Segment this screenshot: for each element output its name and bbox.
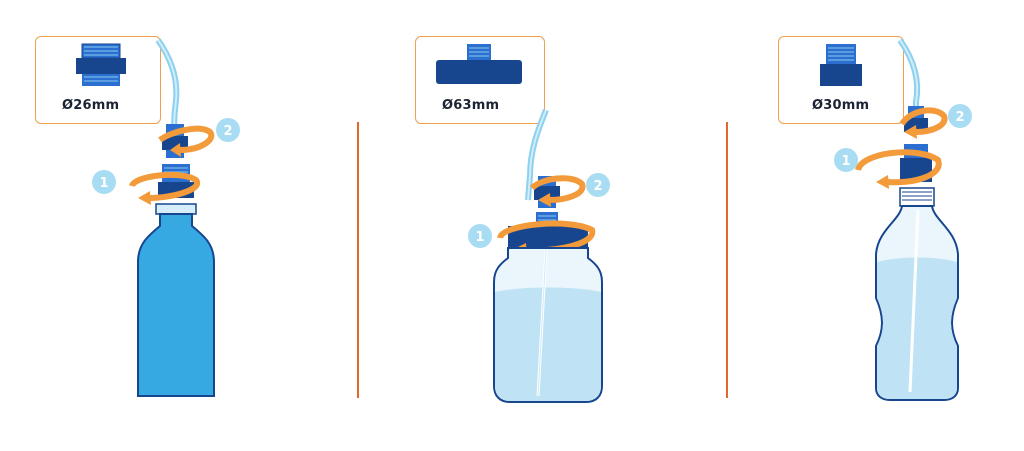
plastic-bottle-illustration: 1 2 <box>820 38 972 401</box>
metal-bottle <box>137 203 215 397</box>
adapter-30-icon <box>820 44 862 86</box>
adapter-63-icon <box>436 44 522 84</box>
wide-jar <box>493 247 603 403</box>
step-2-label: 2 <box>955 110 964 125</box>
step-2-label: 2 <box>223 124 232 139</box>
rotate-arrow-2 <box>899 107 948 135</box>
plastic-bottle <box>875 187 959 401</box>
divider <box>357 122 359 398</box>
step-badge-2 <box>948 104 972 128</box>
rotate-arrow-1 <box>129 171 201 201</box>
adapter-26-icon <box>76 43 126 86</box>
size-label: Ø30mm <box>812 98 870 113</box>
panel-wide-jar: 1 2 Ø63mm <box>360 0 720 451</box>
step-badge-1 <box>834 148 858 172</box>
step-1-label: 1 <box>475 230 484 245</box>
size-label: Ø26mm <box>62 98 120 113</box>
rotate-arrow-2 <box>158 125 215 153</box>
rotate-arrow-1 <box>855 149 942 186</box>
step-badge-2 <box>586 173 610 197</box>
divider <box>726 122 728 398</box>
step-badge-1 <box>92 170 116 194</box>
step-badge-1 <box>468 224 492 248</box>
step-badge-2 <box>216 118 240 142</box>
size-label: Ø63mm <box>442 98 500 113</box>
step-1-label: 1 <box>99 176 108 191</box>
panel-plastic-bottle: 1 2 Ø30mm <box>730 0 1024 451</box>
step-2-label: 2 <box>593 179 602 194</box>
step-1-label: 1 <box>841 154 850 169</box>
wide-jar-illustration: 1 2 <box>436 44 610 403</box>
rotate-arrow-2 <box>529 175 586 203</box>
panel-metal-bottle: 1 2 Ø26mm <box>0 0 340 451</box>
metal-bottle-illustration: 1 2 <box>76 38 240 397</box>
